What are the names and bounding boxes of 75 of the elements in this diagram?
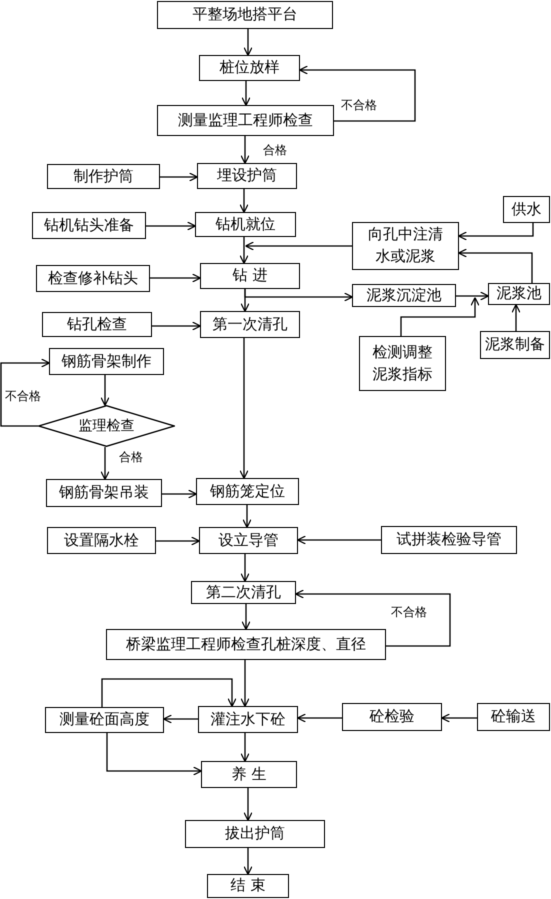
process-box: 拔出护筒 bbox=[185, 820, 325, 848]
arrow bbox=[146, 221, 196, 231]
arrow bbox=[152, 321, 201, 331]
arrow bbox=[297, 535, 381, 545]
process-box: 钻机就位 bbox=[195, 212, 296, 237]
process-box: 试拼装检验导管 bbox=[381, 526, 517, 554]
arrow bbox=[100, 447, 110, 480]
arrow bbox=[150, 273, 201, 283]
edge-label: 不合格 bbox=[340, 98, 378, 112]
arrow bbox=[243, 788, 253, 821]
arrow bbox=[456, 291, 489, 301]
decision-diamond: 监理检查 bbox=[38, 405, 175, 447]
process-box: 泥浆沉淀池 bbox=[352, 284, 456, 307]
process-box: 钢筋骨架制作 bbox=[49, 348, 164, 375]
process-box: 检测调整泥浆指标 bbox=[359, 336, 446, 391]
arrow bbox=[162, 489, 197, 499]
process-box: 桥梁监理工程师检查孔桩深度、直径 bbox=[106, 629, 386, 660]
arrow bbox=[243, 848, 253, 875]
process-box: 向孔中注清水或泥浆 bbox=[352, 222, 459, 270]
process-box: 钢筋骨架吊装 bbox=[46, 479, 162, 507]
process-box: 桩位放样 bbox=[199, 55, 300, 81]
arrow bbox=[299, 65, 416, 122]
arrow bbox=[163, 714, 198, 724]
arrow bbox=[239, 189, 249, 213]
process-box: 检查修补钻头 bbox=[36, 265, 150, 292]
edge-label: 不合格 bbox=[390, 605, 428, 620]
arrow bbox=[297, 713, 342, 723]
process-box: 灌注水下砼 bbox=[198, 706, 298, 733]
process-box: 第二次清孔 bbox=[191, 581, 296, 604]
process-box: 钢筋笼定位 bbox=[196, 478, 299, 505]
arrow bbox=[240, 289, 250, 312]
arrow bbox=[239, 338, 249, 479]
arrow bbox=[240, 733, 250, 762]
process-box: 钻孔检查 bbox=[42, 312, 152, 337]
process-box: 第一次清孔 bbox=[200, 311, 300, 338]
arrow bbox=[441, 713, 477, 723]
arrow bbox=[0, 358, 50, 427]
process-box: 埋设护筒 bbox=[197, 163, 297, 189]
process-box: 砼输送 bbox=[477, 703, 550, 731]
process-box: 钻机钻头准备 bbox=[32, 212, 146, 239]
process-box: 设置隔水栓 bbox=[47, 527, 156, 554]
arrow bbox=[242, 505, 252, 528]
process-box: 平整场地搭平台 bbox=[157, 1, 333, 29]
process-box: 制作护筒 bbox=[47, 164, 160, 189]
arrow bbox=[241, 604, 251, 630]
arrow bbox=[240, 554, 250, 582]
process-box: 设立导管 bbox=[199, 527, 298, 554]
arrow bbox=[458, 223, 534, 241]
arrow bbox=[160, 172, 198, 182]
arrow bbox=[240, 660, 250, 707]
arrow bbox=[100, 375, 110, 406]
process-box: 砼检验 bbox=[342, 703, 442, 731]
process-box: 测量监理工程师检查 bbox=[157, 105, 334, 136]
arrow bbox=[106, 733, 202, 776]
arrow bbox=[295, 589, 451, 647]
process-box: 泥浆制备 bbox=[480, 331, 550, 359]
process-box: 钻 进 bbox=[200, 263, 300, 289]
process-box: 养 生 bbox=[201, 761, 297, 788]
edge-label: 不合格 bbox=[4, 389, 42, 404]
process-box: 测量砼面高度 bbox=[45, 707, 164, 733]
edge-label: 合格 bbox=[262, 143, 288, 158]
arrow bbox=[245, 241, 352, 251]
arrow bbox=[243, 29, 253, 56]
arrow bbox=[241, 81, 251, 106]
process-box: 结 束 bbox=[207, 874, 289, 898]
arrow bbox=[101, 678, 237, 707]
arrow bbox=[511, 304, 521, 331]
arrow bbox=[156, 536, 200, 546]
process-box: 泥浆池 bbox=[488, 283, 550, 305]
arrow bbox=[240, 136, 250, 164]
edge-label: 合格 bbox=[118, 450, 144, 464]
process-box: 供水 bbox=[503, 196, 550, 223]
arrow bbox=[400, 297, 480, 336]
arrow bbox=[239, 237, 249, 264]
arrow bbox=[458, 248, 533, 283]
